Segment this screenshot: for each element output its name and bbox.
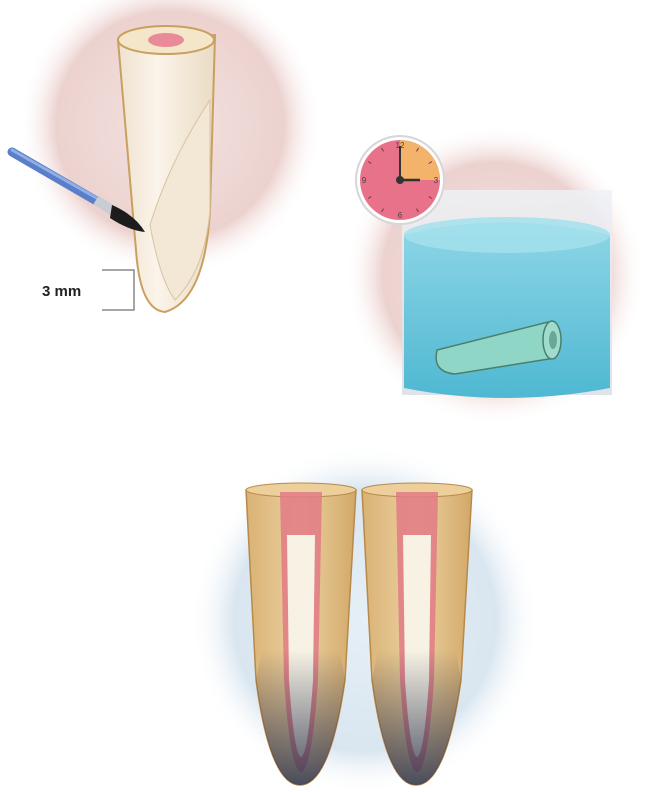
panel-1-painting-step: 3 mm — [12, 0, 322, 312]
clock-number-9: 9 — [362, 176, 367, 185]
clock-number-6: 6 — [398, 211, 403, 220]
liquid-surface — [404, 217, 610, 253]
root-canal-opening — [148, 33, 184, 47]
measurement-bracket — [102, 270, 134, 310]
clock-center — [396, 176, 404, 184]
submerged-root-canal — [549, 331, 557, 349]
panel-2-immersion-step: 12 3 6 9 — [345, 125, 645, 425]
measurement-label: 3 mm — [42, 283, 81, 300]
panel-3-result-step — [190, 445, 540, 792]
clock-icon: 12 3 6 9 — [356, 136, 444, 224]
clock-number-3: 3 — [434, 176, 439, 185]
